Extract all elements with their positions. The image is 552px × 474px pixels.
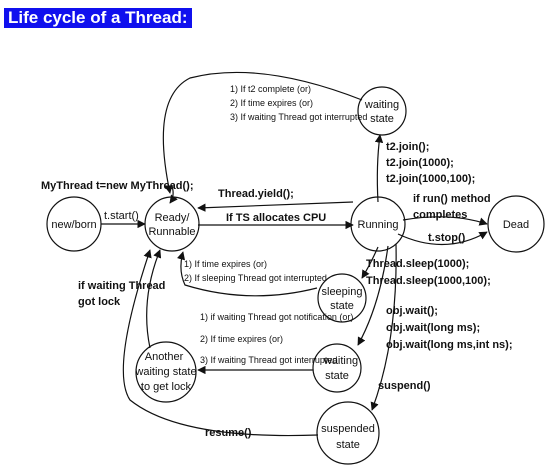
edge-sleeping-to-ready [176,251,318,297]
state-suspended-label: suspended [321,423,375,435]
sleep-label-1: Thread.sleep(1000); [366,258,469,270]
state-waiting-top-circle [357,86,407,136]
state-running-label: Running [358,219,399,231]
ts-alloc-label: If TS allocates CPU [226,212,326,224]
state-running-circle [350,196,406,252]
state-waiting-mid-label: waiting [323,355,358,367]
state-another-circle [135,341,197,403]
wait-back-label-1: 1) if waiting Thread got notification (o… [200,312,353,322]
edge-suspended-to-ready [122,249,319,437]
join-label-3: t2.join(1000,100); [386,173,475,185]
state-sleeping-label-2: state [330,300,354,312]
state-another-label: Another [145,351,184,363]
state-waiting-mid-label-2: state [325,370,349,382]
wait-label-3: obj.wait(long ms,int ns); [386,339,513,351]
state-waiting-top-label-2: state [370,113,394,125]
edge-running-to-dead-2 [397,231,488,246]
edge-running-to-waiting-top [374,134,384,203]
state-ready-label: Ready/ [155,212,191,224]
lock-label-2: got lock [78,296,121,308]
edge-running-to-ready [197,201,354,212]
state-sleeping-label: sleeping [322,286,363,298]
wait-back-label-2: 2) If time expires (or) [200,334,283,344]
edge-another-to-ready [146,249,162,349]
edge-running-to-dead [402,216,488,226]
join-back-label-1: 1) If t2 complete (or) [230,84,311,94]
state-ready-label-2: Runnable [148,226,195,238]
edge-running-to-sleeping [361,246,379,279]
resume-label: resume() [205,427,252,439]
decl-label: MyThread t=new MyThread(); [41,180,194,192]
edge-waiting-top-to-ready [162,71,363,194]
state-sleeping-circle [317,273,367,323]
join-back-label-2: 2) If time expires (or) [230,98,313,108]
wait-label-1: obj.wait(); [386,305,438,317]
edge-running-to-suspended [370,243,397,411]
state-waiting-mid-circle [312,343,362,393]
start-label: t.start() [104,210,139,222]
join-label-1: t2.join(); [386,141,429,153]
run-done-label-2: completes [413,209,467,221]
state-suspended-label-2: state [336,439,360,451]
sleep-back-label-1: 1) If time expires (or) [184,259,267,269]
edge-running-to-waiting-mid [357,245,389,346]
yield-label: Thread.yield(); [218,188,294,200]
page-title: Life cycle of a Thread: [4,8,192,28]
state-new-circle [46,196,102,252]
wait-label-2: obj.wait(long ms); [386,322,480,334]
state-dead-label: Dead [503,219,529,231]
state-new-label: new/born [51,219,96,231]
sleep-back-label-2: 2) If sleeping Thread got interrupted [184,273,327,283]
state-another-label-3: to get lock [141,381,192,393]
state-dead-circle [487,195,545,253]
wait-back-label-3: 3) If waiting Thread got interrupted [200,355,337,365]
state-another-label-2: waiting state [134,366,196,378]
run-done-label: if run() method [413,193,491,205]
suspend-label: suspend() [378,380,431,392]
state-ready-circle [144,196,200,252]
stop-label: t.stop() [428,232,466,244]
join-label-2: t2.join(1000); [386,157,454,169]
sleep-label-2: Thread.sleep(1000,100); [366,275,491,287]
state-waiting-top-label: waiting [364,99,399,111]
edge-decl-pointer [169,185,178,204]
state-suspended-circle [316,401,380,465]
join-back-label-3: 3) If waiting Thread got interrupted [230,112,367,122]
lock-label-1: if waiting Thread [78,280,165,292]
